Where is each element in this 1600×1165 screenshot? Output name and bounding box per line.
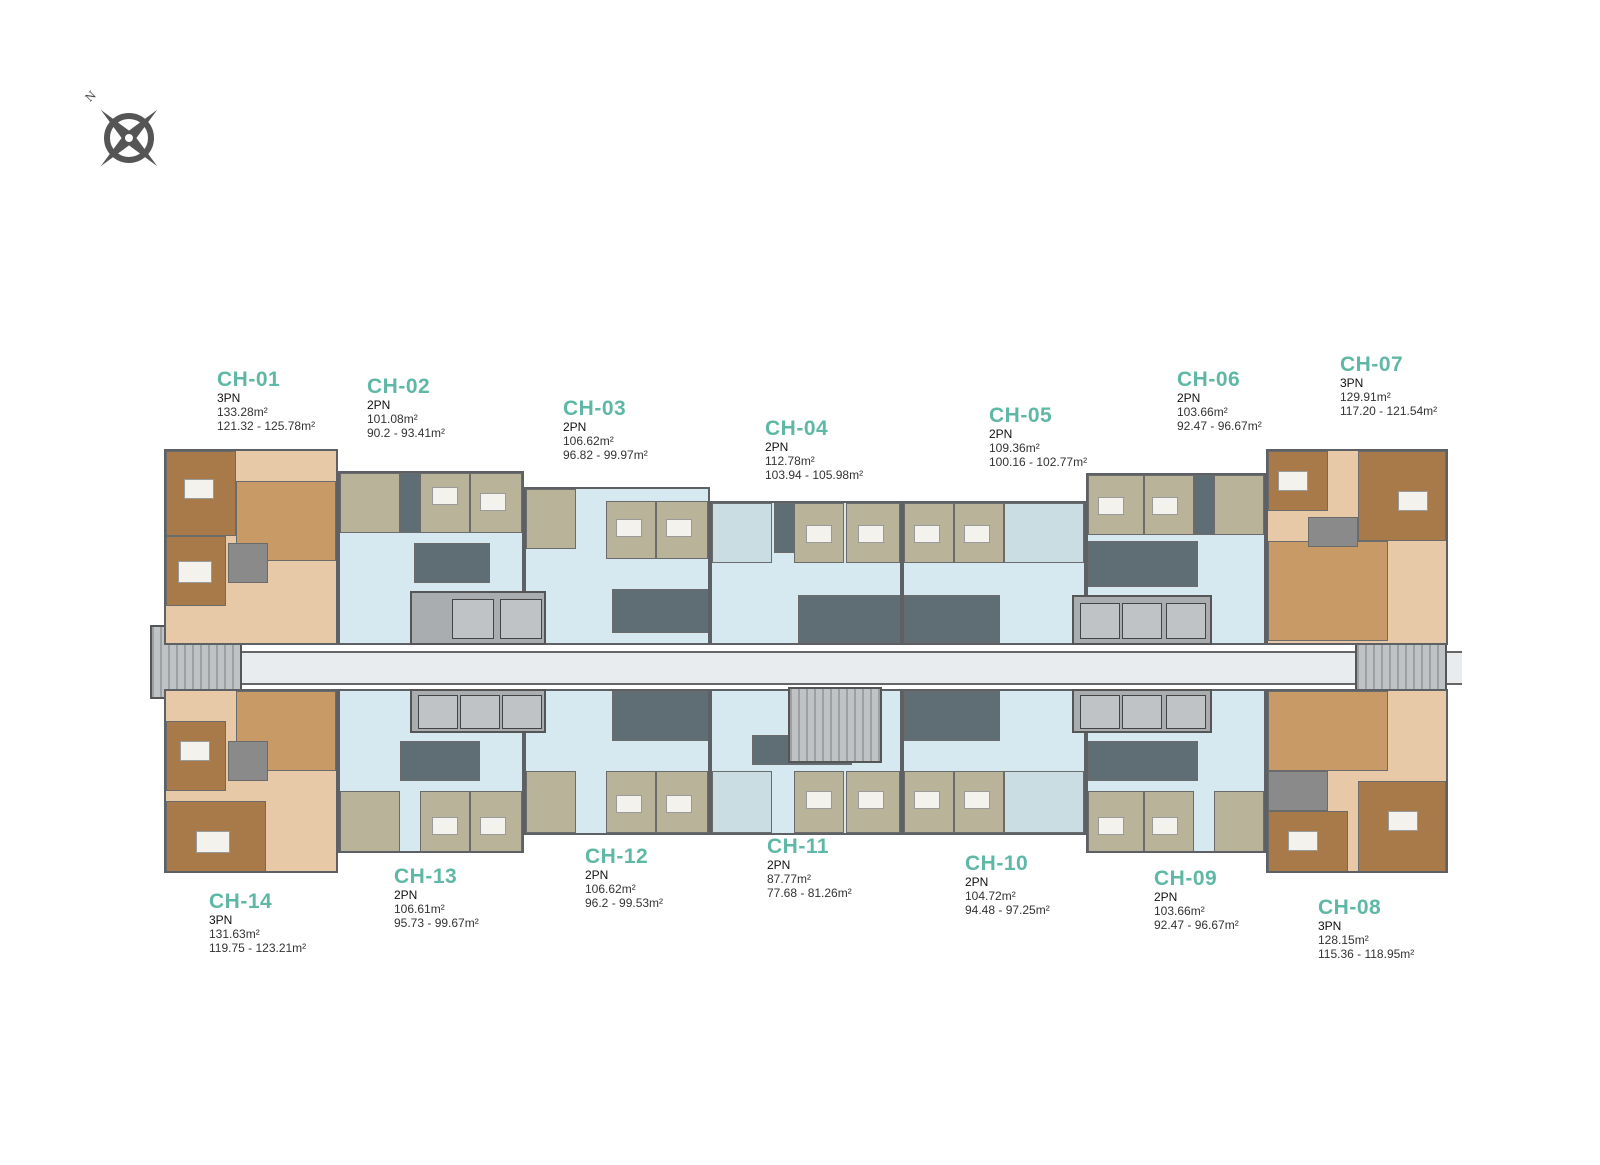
unit-type: 3PN xyxy=(1340,376,1364,391)
unit-area: 104.72m² xyxy=(965,888,1016,903)
unit-code: CH-04 xyxy=(765,417,829,440)
unit-label-ch-11: CH-11 2PN 87.77m² 77.68 - 81.26m² xyxy=(767,835,852,901)
unit-ch-05[interactable] xyxy=(902,501,1086,645)
unit-area: 112.78m² xyxy=(765,453,815,468)
unit-ch-12[interactable] xyxy=(524,689,710,835)
unit-area-range: 77.68 - 81.26m² xyxy=(767,885,852,900)
unit-label-ch-13: CH-13 2PN 106.61m² 95.73 - 99.67m² xyxy=(394,865,479,931)
unit-label-ch-06: CH-06 2PN 103.66m² 92.47 - 96.67m² xyxy=(1177,368,1262,434)
unit-label-ch-01: CH-01 3PN 133.28m² 121.32 - 125.78m² xyxy=(217,368,315,434)
elevator-core-top-left xyxy=(410,591,546,645)
unit-area-range: 103.94 - 105.98m² xyxy=(765,467,864,482)
compass-rose-icon xyxy=(100,109,158,167)
unit-area: 106.61m² xyxy=(394,901,445,916)
unit-type: 2PN xyxy=(989,427,1013,442)
unit-type: 3PN xyxy=(1318,919,1342,934)
unit-area: 103.66m² xyxy=(1177,404,1228,419)
unit-ch-03[interactable] xyxy=(524,487,710,645)
unit-type: 2PN xyxy=(394,888,418,903)
unit-area-range: 92.47 - 96.67m² xyxy=(1154,917,1239,932)
unit-type: 2PN xyxy=(1177,391,1201,406)
unit-area-range: 95.73 - 99.67m² xyxy=(394,915,479,930)
unit-ch-14[interactable] xyxy=(164,689,338,873)
unit-area: 129.91m² xyxy=(1340,389,1391,404)
unit-area: 106.62m² xyxy=(563,433,614,448)
unit-label-ch-03: CH-03 2PN 106.62m² 96.82 - 99.97m² xyxy=(563,397,648,463)
unit-type: 3PN xyxy=(217,391,241,406)
unit-code: CH-13 xyxy=(394,865,458,888)
unit-area-range: 90.2 - 93.41m² xyxy=(367,425,446,440)
unit-label-ch-14: CH-14 3PN 131.63m² 119.75 - 123.21m² xyxy=(209,890,306,956)
unit-area-range: 92.47 - 96.67m² xyxy=(1177,418,1262,433)
unit-area-range: 115.36 - 118.95m² xyxy=(1318,946,1415,961)
unit-area: 103.66m² xyxy=(1154,903,1205,918)
unit-code: CH-07 xyxy=(1340,353,1404,376)
central-corridor xyxy=(150,651,1462,685)
unit-type: 2PN xyxy=(367,398,391,413)
unit-area-range: 117.20 - 121.54m² xyxy=(1340,403,1438,418)
unit-ch-01[interactable] xyxy=(164,449,338,645)
unit-label-ch-05: CH-05 2PN 109.36m² 100.16 - 102.77m² xyxy=(989,404,1087,470)
unit-code: CH-12 xyxy=(585,845,649,868)
unit-ch-10[interactable] xyxy=(902,689,1086,835)
unit-code: CH-09 xyxy=(1154,867,1218,890)
elevator-core-top-right xyxy=(1072,595,1212,645)
unit-area: 106.62m² xyxy=(585,881,636,896)
unit-code: CH-14 xyxy=(209,890,273,913)
floor-plan xyxy=(150,449,1462,885)
unit-type: 3PN xyxy=(209,913,233,928)
unit-code: CH-08 xyxy=(1318,896,1382,919)
unit-type: 2PN xyxy=(765,440,789,455)
unit-area: 87.77m² xyxy=(767,871,812,886)
stair-core-center xyxy=(788,687,882,763)
unit-type: 2PN xyxy=(965,875,989,890)
unit-area-range: 96.82 - 99.97m² xyxy=(563,447,648,462)
unit-ch-07[interactable] xyxy=(1266,449,1448,645)
unit-area-range: 96.2 - 99.53m² xyxy=(585,895,664,910)
unit-area: 133.28m² xyxy=(217,404,268,419)
unit-area-range: 100.16 - 102.77m² xyxy=(989,454,1088,469)
elevator-core-bottom-left xyxy=(410,689,546,733)
unit-type: 2PN xyxy=(563,420,587,435)
unit-code: CH-06 xyxy=(1177,368,1241,391)
unit-label-ch-02: CH-02 2PN 101.08m² 90.2 - 93.41m² xyxy=(367,375,445,441)
unit-area-range: 121.32 - 125.78m² xyxy=(217,418,316,433)
unit-code: CH-10 xyxy=(965,852,1029,875)
unit-label-ch-09: CH-09 2PN 103.66m² 92.47 - 96.67m² xyxy=(1154,867,1239,933)
unit-code: CH-03 xyxy=(563,397,627,420)
unit-area: 128.15m² xyxy=(1318,932,1369,947)
unit-type: 2PN xyxy=(767,858,791,873)
unit-code: CH-01 xyxy=(217,368,281,391)
unit-area: 109.36m² xyxy=(989,440,1040,455)
unit-label-ch-07: CH-07 3PN 129.91m² 117.20 - 121.54m² xyxy=(1340,353,1437,419)
unit-code: CH-05 xyxy=(989,404,1053,427)
unit-code: CH-11 xyxy=(767,835,830,858)
unit-area: 131.63m² xyxy=(209,926,260,941)
unit-ch-04[interactable] xyxy=(710,501,902,645)
unit-label-ch-12: CH-12 2PN 106.62m² 96.2 - 99.53m² xyxy=(585,845,663,911)
unit-type: 2PN xyxy=(585,868,609,883)
unit-ch-08[interactable] xyxy=(1266,689,1448,873)
unit-label-ch-08: CH-08 3PN 128.15m² 115.36 - 118.95m² xyxy=(1318,896,1414,962)
unit-area-range: 94.48 - 97.25m² xyxy=(965,902,1050,917)
unit-area-range: 119.75 - 123.21m² xyxy=(209,940,307,955)
unit-label-ch-04: CH-04 2PN 112.78m² 103.94 - 105.98m² xyxy=(765,417,863,483)
elevator-core-bottom-right xyxy=(1072,689,1212,733)
unit-area: 101.08m² xyxy=(367,411,418,426)
unit-label-ch-10: CH-10 2PN 104.72m² 94.48 - 97.25m² xyxy=(965,852,1050,918)
unit-code: CH-02 xyxy=(367,375,431,398)
unit-type: 2PN xyxy=(1154,890,1178,905)
